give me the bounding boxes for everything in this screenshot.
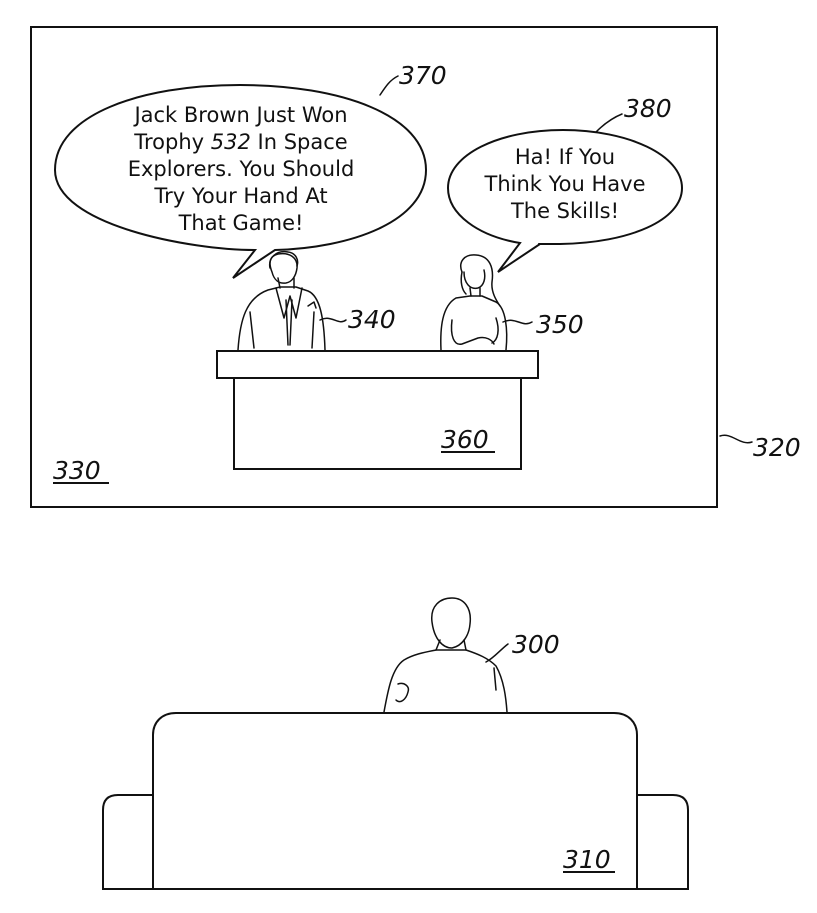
leader-320 — [719, 434, 753, 444]
male-host-figure — [237, 250, 326, 351]
desk-top — [216, 350, 539, 379]
label-360: 360 — [441, 425, 489, 454]
label-340: 340 — [348, 305, 396, 334]
speech-bubble-male: Jack Brown Just Won Trophy 532 In Space … — [53, 83, 428, 279]
leader-370 — [379, 75, 399, 96]
leader-340 — [319, 317, 347, 323]
speech-bubble-female: Ha! If You Think You Have The Skills! — [446, 128, 684, 273]
label-380: 380 — [624, 94, 672, 123]
desk-body — [233, 377, 522, 470]
bubble-male-line-2: Trophy 532 In Space — [133, 130, 347, 154]
female-host-figure — [440, 254, 508, 351]
label-350: 350 — [536, 310, 584, 339]
label-320: 320 — [753, 433, 801, 462]
viewer-figure — [383, 597, 508, 713]
bubble-female-line-3: The Skills! — [510, 199, 619, 223]
bubble-male-line-4: Try Your Hand At — [153, 184, 327, 208]
label-330: 330 — [53, 456, 101, 485]
leader-300 — [485, 643, 509, 663]
label-310: 310 — [563, 845, 611, 874]
bubble-male-line-3: Explorers. You Should — [128, 157, 355, 181]
leader-380 — [595, 113, 623, 133]
label-370: 370 — [399, 61, 447, 90]
leader-350 — [502, 319, 533, 325]
couch — [102, 712, 689, 890]
bubble-male-line-1: Jack Brown Just Won — [132, 103, 347, 127]
bubble-female-line-1: Ha! If You — [515, 145, 615, 169]
bubble-female-line-2: Think You Have — [484, 172, 646, 196]
bubble-male-line-5: That Game! — [178, 211, 304, 235]
label-300: 300 — [512, 630, 560, 659]
